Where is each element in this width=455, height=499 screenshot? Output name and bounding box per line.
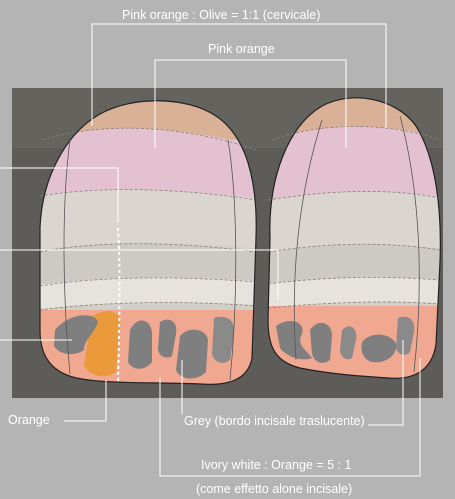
right-incisor [260,90,450,386]
label-grey: Grey (bordo incisale traslucente) [181,414,368,429]
label-pink-orange: Pink orange [205,42,278,57]
label-orange: Orange [8,413,50,428]
label-ivory-note: (come effetto alone incisale) [196,482,352,497]
left-grey-2 [128,320,152,368]
label-cervical-mix: Pink orange : Olive = 1:1 (cervicale) [119,8,323,23]
left-grey-4 [176,330,208,379]
label-ivory-mix: Ivory white : Orange = 5 : 1 [198,458,354,473]
